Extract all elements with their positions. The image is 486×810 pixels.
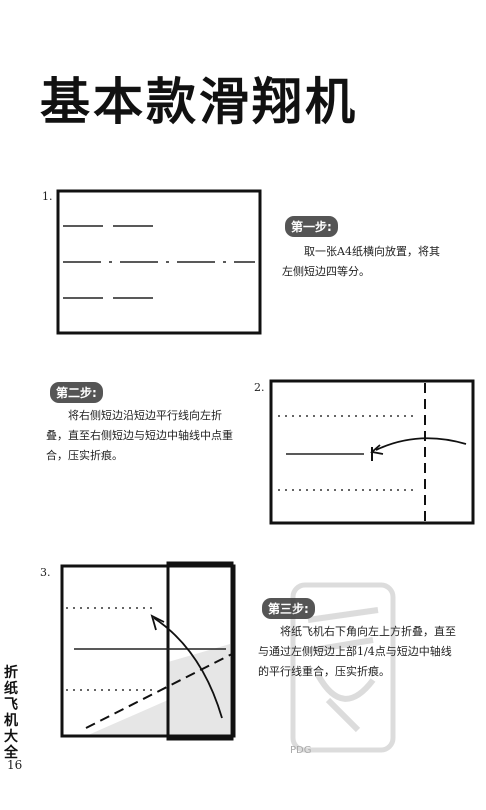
step-1-text: 取一张A4纸横向放置，将其左侧短边四等分。 — [282, 245, 440, 278]
page-title: 基本款滑翔机 — [40, 73, 358, 131]
step-2-diagram — [269, 379, 475, 525]
step-2-number: 2. — [254, 381, 265, 394]
step-3-number: 3. — [40, 566, 51, 579]
page-number: 16 — [7, 758, 23, 772]
step-2-text: 将右侧短边沿短边平行线向左折叠，直至右侧短边与短边中轴线中点重合，压实折痕。 — [46, 409, 233, 462]
step-2-badge: 第二步: — [50, 382, 103, 403]
step-1-number: 1. — [42, 190, 53, 203]
book-title-vertical: 折纸飞机大全 — [4, 665, 18, 761]
step-1-diagram — [56, 189, 262, 335]
watermark-text: PDG — [290, 745, 312, 756]
step-1-badge: 第一步: — [285, 216, 338, 237]
step-3-badge: 第三步: — [262, 598, 315, 619]
watermark-seal — [290, 582, 396, 753]
step-3-diagram — [60, 561, 236, 741]
step-3-text: 将纸飞机右下角向左上方折叠，直至与通过左侧短边上部1/4点与短边中轴线的平行线重… — [258, 625, 456, 678]
